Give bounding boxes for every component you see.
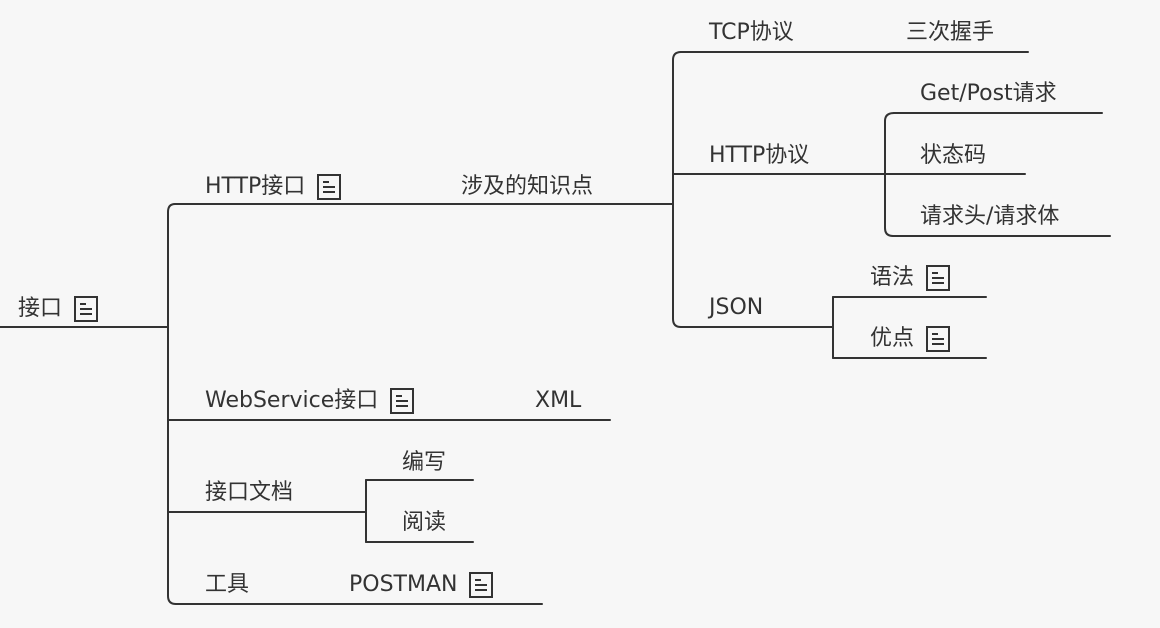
node-write[interactable]: 编写 [402,450,446,476]
root-node[interactable]: 接口 [18,296,99,322]
node-api-docs[interactable]: 接口文档 [205,480,293,506]
note-icon[interactable] [926,326,951,352]
node-write-label: 编写 [402,450,447,475]
note-icon[interactable] [469,572,494,598]
node-api-docs-label: 接口文档 [205,480,294,505]
node-http-protocol[interactable]: HTTP协议 [709,143,809,169]
node-knowledge[interactable]: 涉及的知识点 [461,174,593,200]
node-syntax[interactable]: 语法 [870,265,951,291]
node-get-post-label: Get/Post请求 [920,81,1057,106]
note-icon[interactable] [390,388,415,414]
root-label: 接口 [18,296,63,321]
note-icon[interactable] [926,265,951,291]
node-status-code-label: 状态码 [920,143,987,168]
node-json[interactable]: JSON [709,295,763,321]
node-syntax-label: 语法 [870,265,915,290]
node-status-code[interactable]: 状态码 [920,143,986,169]
node-tcp-label: TCP协议 [709,20,794,45]
note-icon[interactable] [317,174,342,200]
node-headers-body-label: 请求头/请求体 [920,204,1060,229]
node-headers-body[interactable]: 请求头/请求体 [920,204,1059,230]
node-tools-label: 工具 [205,572,250,597]
node-http-api-label: HTTP接口 [205,174,306,199]
edge-root-trunk [167,203,177,605]
node-tools[interactable]: 工具 [205,572,249,598]
node-postman-label: POSTMAN [349,572,458,597]
node-xml-label: XML [535,388,582,413]
note-icon[interactable] [74,296,99,322]
node-handshake-label: 三次握手 [906,20,995,45]
edge-knowledge-trunk [672,51,682,328]
node-xml[interactable]: XML [535,388,581,414]
node-webservice-label: WebService接口 [205,388,379,413]
node-read[interactable]: 阅读 [402,510,446,536]
node-webservice[interactable]: WebService接口 [205,388,415,414]
node-advantages[interactable]: 优点 [870,326,951,352]
node-read-label: 阅读 [402,510,447,535]
node-advantages-label: 优点 [870,326,915,351]
node-tcp[interactable]: TCP协议 [709,20,794,46]
node-handshake[interactable]: 三次握手 [906,20,994,46]
node-postman[interactable]: POSTMAN [349,572,494,598]
node-knowledge-label: 涉及的知识点 [461,174,594,199]
node-get-post[interactable]: Get/Post请求 [920,81,1057,107]
node-json-label: JSON [709,295,764,320]
node-http-protocol-label: HTTP协议 [709,143,810,168]
node-http-api[interactable]: HTTP接口 [205,174,342,200]
